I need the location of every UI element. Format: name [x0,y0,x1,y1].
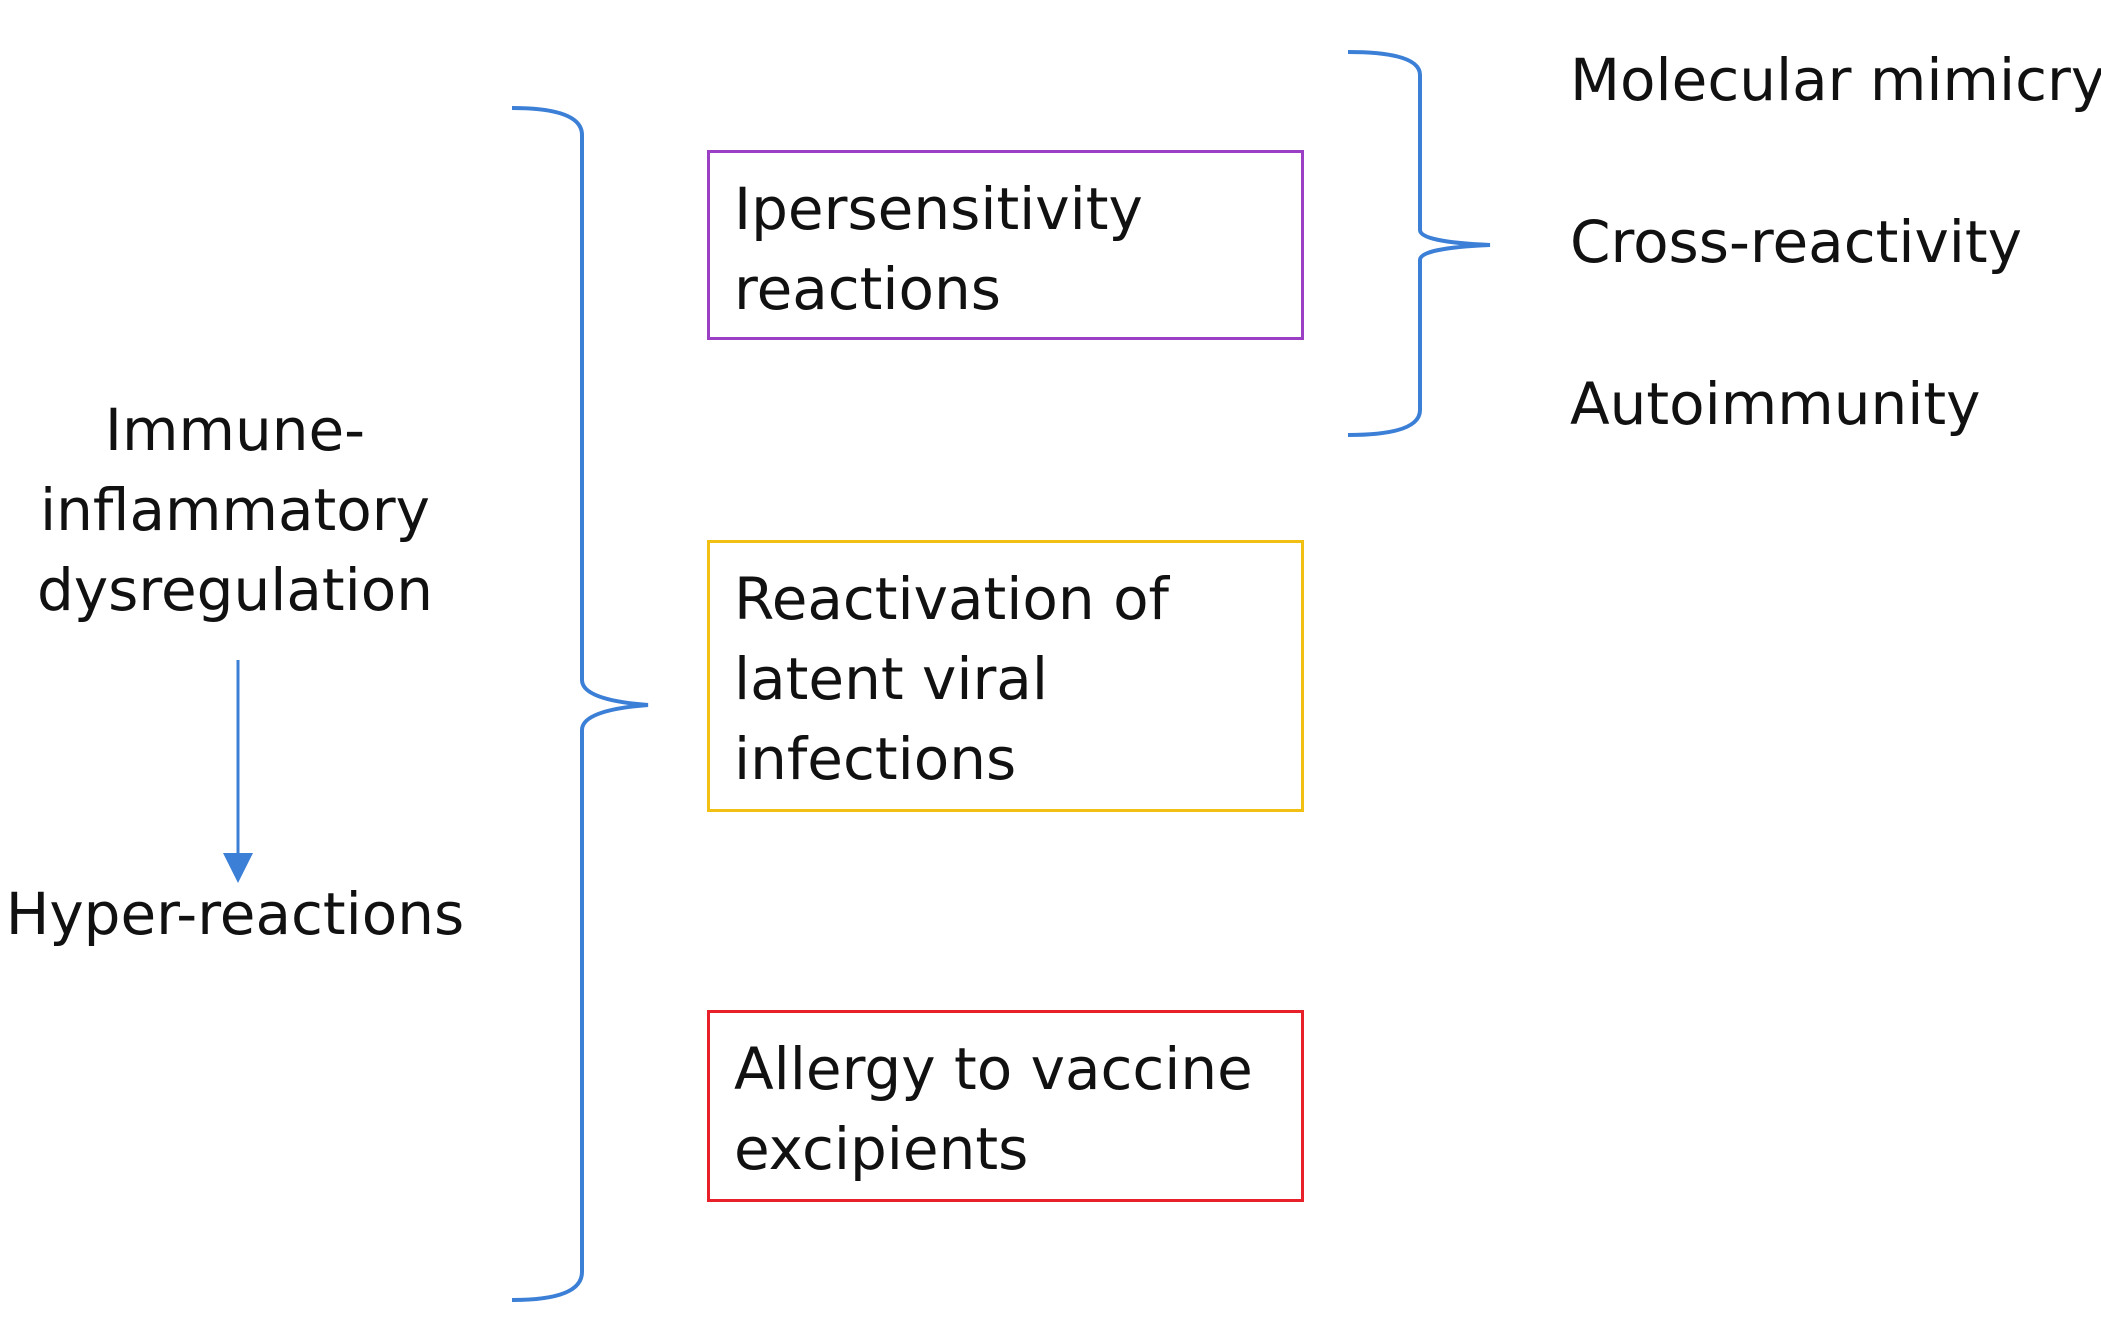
effect-label: Hyper-reactions [5,880,465,948]
box-viral-reactivation-line-2: latent viral [734,645,1048,713]
mechanism-cross-reactivity: Cross-reactivity [1570,208,2022,276]
box-excipient-allergy-text: Allergy to vaccine excipients [734,1029,1294,1189]
mechanism-molecular-mimicry: Molecular mimicry [1570,46,2101,114]
box-viral-reactivation: Reactivation of latent viral infections [707,540,1304,812]
mechanism-autoimmunity: Autoimmunity [1570,370,1981,438]
cause-line-3: dysregulation [37,556,433,624]
box-viral-reactivation-text: Reactivation of latent viral infections [734,559,1294,799]
box-excipient-allergy-line-2: excipients [734,1115,1029,1183]
cause-line-1: Immune- [104,396,366,464]
box-excipient-allergy: Allergy to vaccine excipients [707,1010,1304,1202]
box-excipient-allergy-line-1: Allergy to vaccine [734,1035,1253,1103]
box-hypersensitivity-line-2: reactions [734,255,1002,323]
cause-line-2: inflammatory [40,476,430,544]
box-viral-reactivation-line-1: Reactivation of [734,565,1169,633]
box-hypersensitivity-text: Ipersensitivity reactions [734,169,1294,329]
box-viral-reactivation-line-3: infections [734,725,1017,793]
box-hypersensitivity: Ipersensitivity reactions [707,150,1304,340]
main-bracket [511,106,649,1302]
cause-label: Immune- inflammatory dysregulation [0,390,470,630]
mechanism-bracket [1347,50,1491,437]
box-hypersensitivity-line-1: Ipersensitivity [734,175,1143,243]
